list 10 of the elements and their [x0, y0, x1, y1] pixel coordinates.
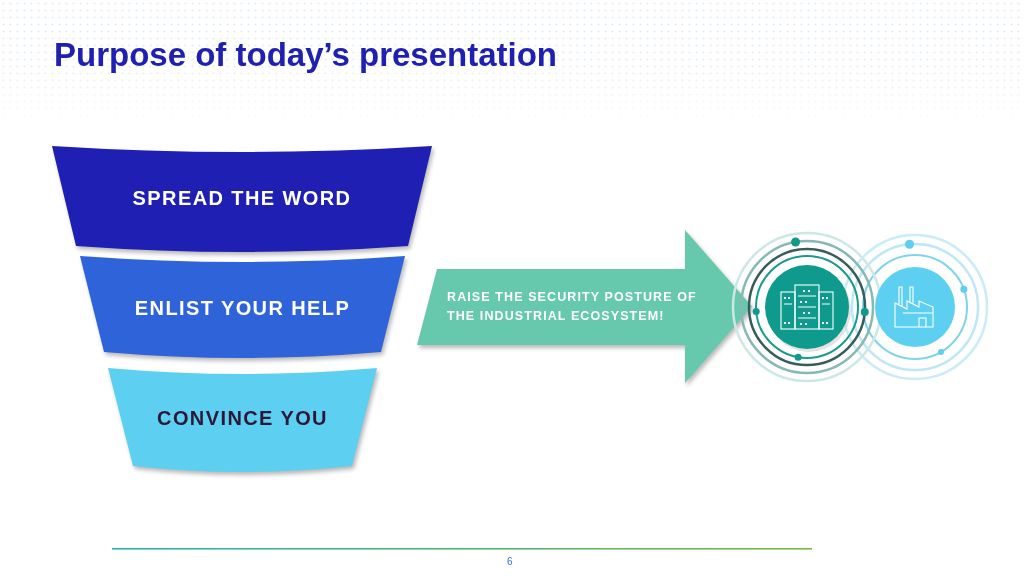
arrow-text: RAISE THE SECURITY POSTURE OF THE INDUSTRIAL ECOSYSTEM!	[447, 289, 698, 325]
stage-label: SPREAD THE WORD	[131, 186, 353, 211]
page-number: 6	[507, 556, 513, 567]
funnel-segment	[80, 256, 405, 358]
stage-label: CONVINCE YOU	[156, 406, 329, 431]
funnel-segment	[108, 368, 377, 472]
funnel-segment	[52, 146, 432, 252]
block-arrow	[417, 230, 752, 383]
slide-title: Purpose of today’s presentation	[54, 36, 558, 74]
stage-label: ENLIST YOUR HELP	[133, 296, 352, 321]
